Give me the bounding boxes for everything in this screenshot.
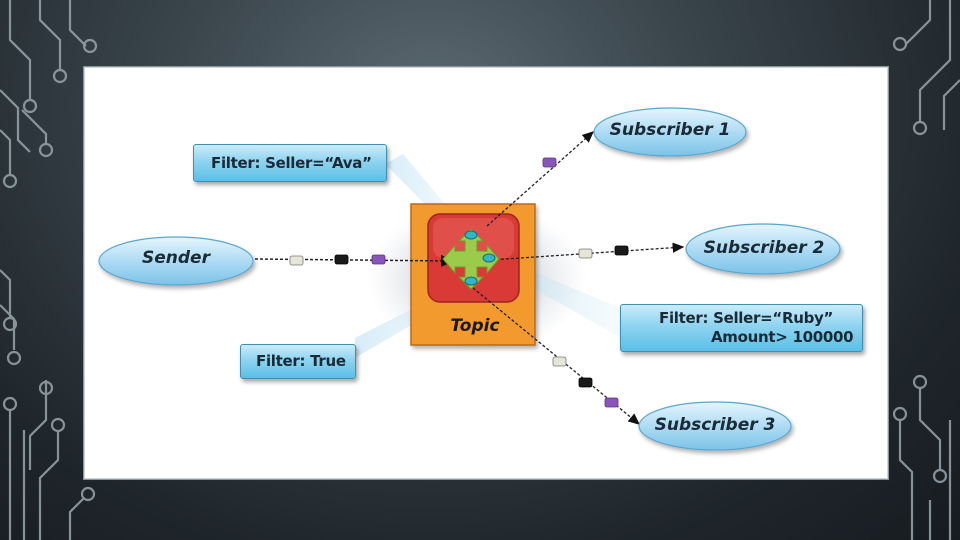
filter-ava-box: Filter: Seller=“Ava”	[193, 144, 387, 182]
filter-true-box: Filter: True	[240, 344, 356, 379]
four-way-arrow-hub-icon	[442, 228, 500, 290]
subscriber-3-label: Subscriber 3	[654, 415, 776, 435]
arrow-topic-sub3	[472, 287, 641, 425]
subscriber-3-ellipse	[638, 401, 792, 451]
filter-ruby-line1: Filter: Seller=“Ruby”	[659, 309, 834, 327]
sender-ellipse	[98, 236, 254, 286]
arrow-topic-sub1	[486, 131, 594, 227]
diagram-panel: Sender Subscriber 1 Subscriber 2 Subscri…	[84, 67, 888, 479]
subscriber-2-ellipse	[685, 223, 841, 275]
filter-ruby-line2: Amount> 100000	[711, 328, 854, 346]
filter-ava-text: Filter: Seller=“Ava”	[211, 154, 372, 172]
subscriber-1-ellipse	[593, 107, 747, 157]
filter-true-text: Filter: True	[256, 352, 346, 370]
sender-label: Sender	[142, 248, 210, 268]
message-envelope-icon	[289, 157, 629, 408]
filter-ruby-box: Filter: Seller=“Ruby” Amount> 100000	[620, 304, 863, 352]
arrow-sender-topic	[254, 254, 455, 267]
topic-label: Topic	[450, 316, 500, 336]
subscriber-1-label: Subscriber 1	[609, 120, 731, 140]
subscriber-2-label: Subscriber 2	[703, 238, 825, 258]
pubsub-diagram	[98, 107, 841, 451]
